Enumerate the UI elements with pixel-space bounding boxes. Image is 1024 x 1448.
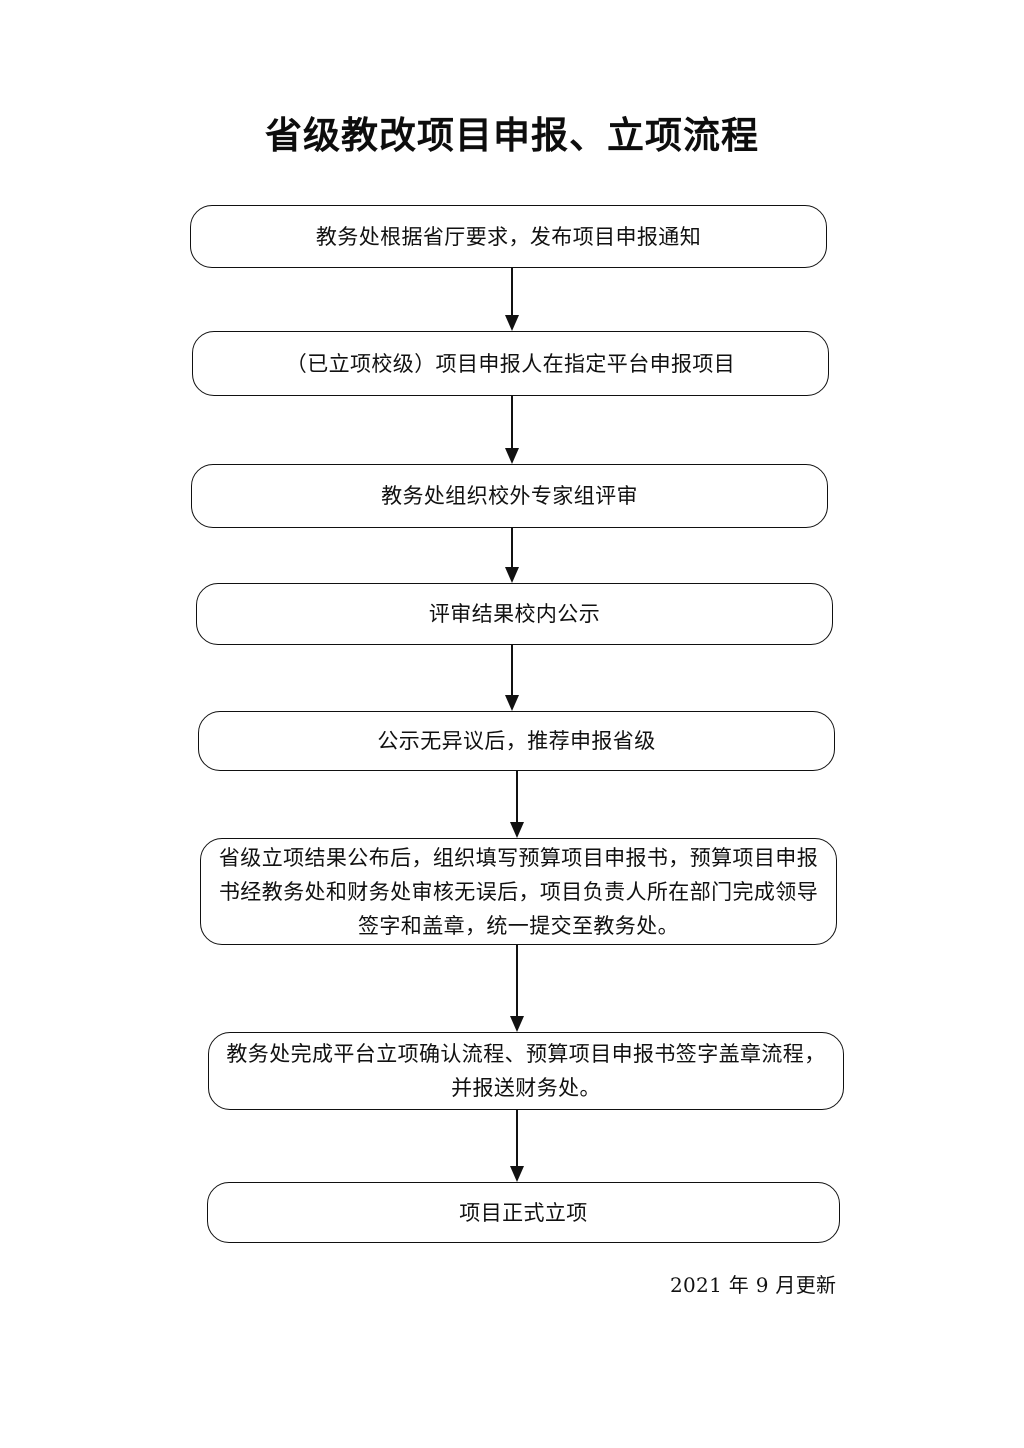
arrow-shaft <box>515 771 519 822</box>
arrow-shaft <box>515 1110 519 1166</box>
arrow-head-icon <box>505 448 519 464</box>
flowchart-node-step-8[interactable]: 项目正式立项 <box>207 1182 840 1243</box>
flow-arrow-6-to-7 <box>501 945 533 1032</box>
flow-arrow-2-to-3 <box>496 396 528 464</box>
flow-arrow-7-to-8 <box>501 1110 533 1182</box>
flowchart-node-step-1[interactable]: 教务处根据省厅要求，发布项目申报通知 <box>190 205 827 268</box>
arrow-shaft <box>510 528 514 567</box>
flow-arrow-4-to-5 <box>496 645 528 711</box>
flowchart-node-step-7[interactable]: 教务处完成平台立项确认流程、预算项目申报书签字盖章流程，并报送财务处。 <box>208 1032 844 1110</box>
flowchart-node-label: 教务处完成平台立项确认流程、预算项目申报书签字盖章流程，并报送财务处。 <box>226 1042 826 1100</box>
flow-arrow-5-to-6 <box>501 771 533 838</box>
flowchart-node-label: 教务处根据省厅要求，发布项目申报通知 <box>315 224 702 249</box>
arrow-head-icon <box>505 315 519 331</box>
arrow-head-icon <box>505 567 519 583</box>
flowchart-node-step-2[interactable]: （已立项校级）项目申报人在指定平台申报项目 <box>192 331 829 396</box>
arrow-shaft <box>510 645 514 695</box>
arrow-head-icon <box>510 1016 524 1032</box>
flow-arrow-1-to-2 <box>496 268 528 331</box>
flowchart-node-step-3[interactable]: 教务处组织校外专家组评审 <box>191 464 828 528</box>
flowchart-node-label: 项目正式立项 <box>459 1200 588 1225</box>
flow-arrow-3-to-4 <box>496 528 528 583</box>
flowchart-node-label: （已立项校级）项目申报人在指定平台申报项目 <box>285 351 736 376</box>
arrow-head-icon <box>510 1166 524 1182</box>
flowchart-node-step-5[interactable]: 公示无异议后，推荐申报省级 <box>198 711 835 771</box>
arrow-head-icon <box>505 695 519 711</box>
arrow-head-icon <box>510 822 524 838</box>
arrow-shaft <box>515 945 519 1016</box>
flowchart-node-label: 公示无异议后，推荐申报省级 <box>377 729 656 753</box>
page-title: 省级教改项目申报、立项流程 <box>265 113 759 157</box>
last-updated-note: 2021 年 9 月更新 <box>670 1273 837 1297</box>
flowchart-node-step-4[interactable]: 评审结果校内公示 <box>196 583 833 645</box>
flowchart-node-step-6[interactable]: 省级立项结果公布后，组织填写预算项目申报书，预算项目申报书经教务处和财务处审核无… <box>200 838 837 945</box>
flowchart-node-label: 教务处组织校外专家组评审 <box>381 484 638 508</box>
flowchart-node-label: 评审结果校内公示 <box>428 602 601 626</box>
arrow-shaft <box>510 268 514 315</box>
flowchart-node-label: 省级立项结果公布后，组织填写预算项目申报书，预算项目申报书经教务处和财务处审核无… <box>218 845 819 938</box>
arrow-shaft <box>510 396 514 448</box>
